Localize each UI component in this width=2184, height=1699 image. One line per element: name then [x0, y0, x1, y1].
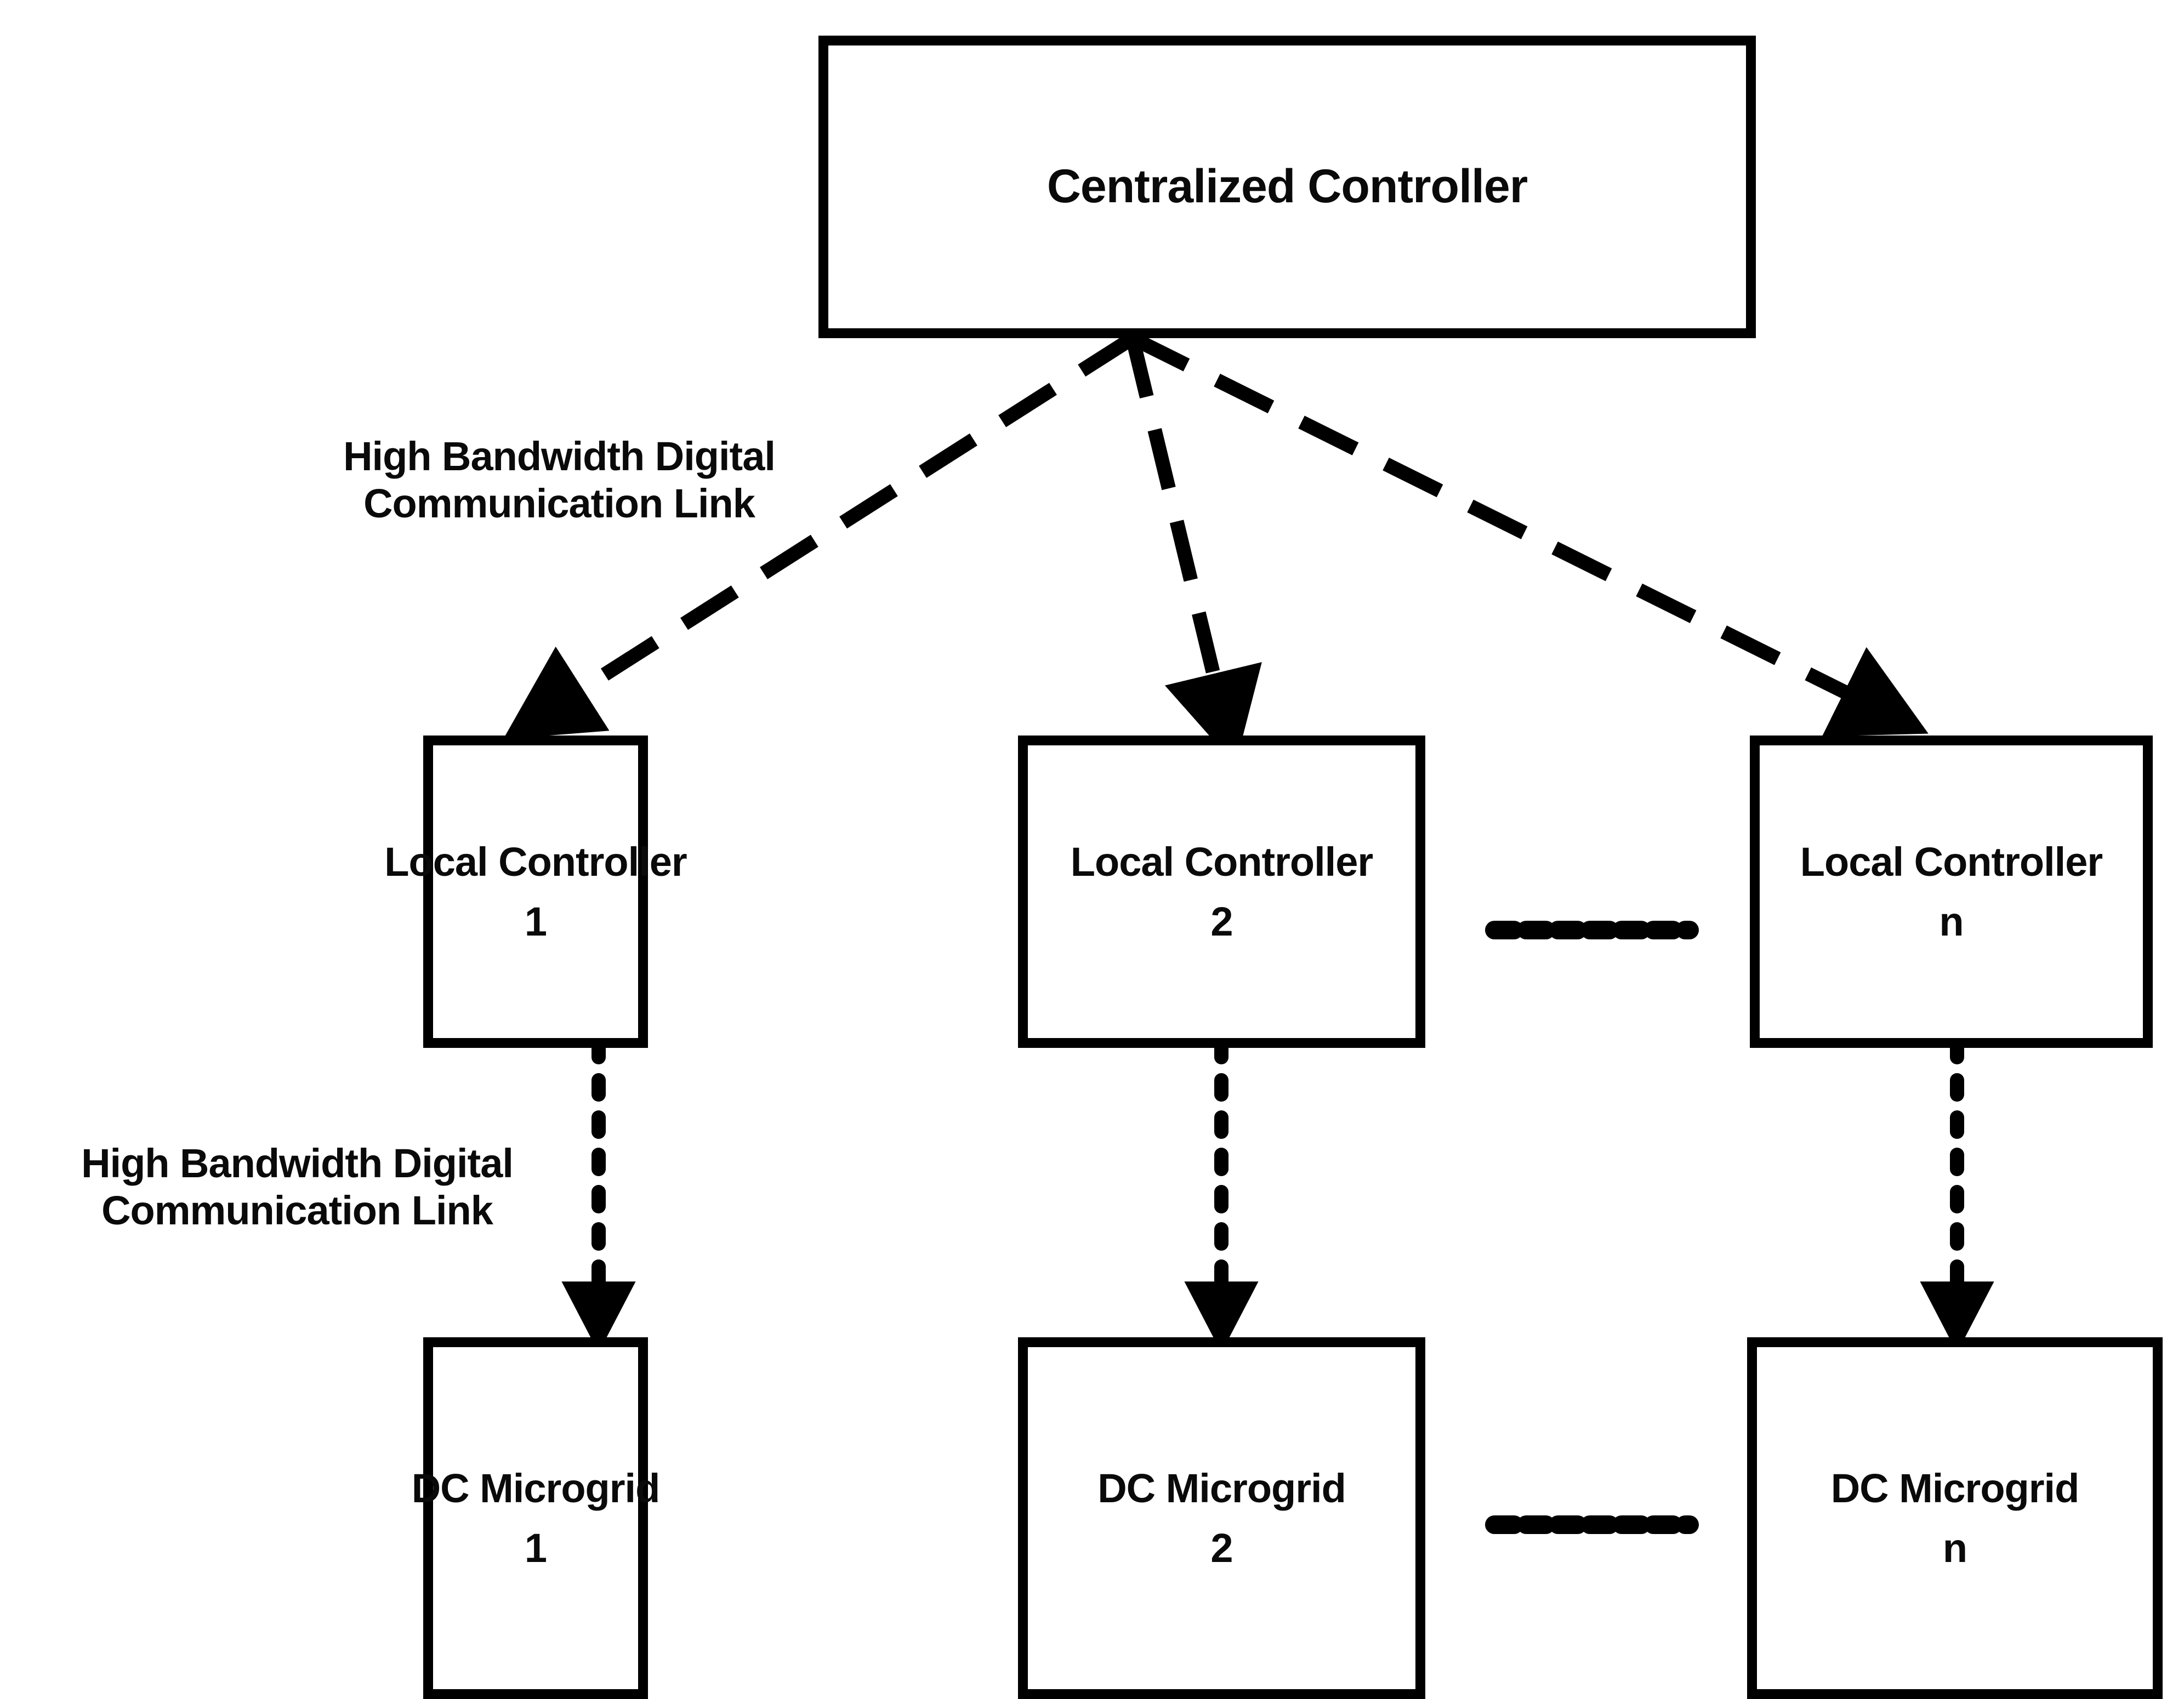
local-to-microgrid-links	[561, 1036, 1994, 1353]
local-controller-n-label-line2: n	[1939, 899, 1964, 944]
dc-microgrid-2-label-line1: DC Microgrid	[1097, 1465, 1346, 1511]
link-cc-to-lc2	[1125, 336, 1262, 766]
upper-link-annotation: High Bandwidth Digital Communication Lin…	[269, 433, 850, 527]
local-controller-1-label-line2: 1	[524, 899, 547, 944]
lower-link-annotation-line2: Communication Link	[101, 1187, 493, 1233]
upper-link-annotation-line2: Communication Link	[363, 480, 755, 526]
centralized-controller-label: Centralized Controller	[1046, 160, 1528, 213]
local-controller-n-label-line1: Local Controller	[1800, 839, 2103, 885]
centralized-to-local-links	[503, 332, 1929, 766]
upper-link-annotation-line1: High Bandwidth Digital	[343, 434, 776, 479]
lower-link-annotation-line1: High Bandwidth Digital	[81, 1141, 514, 1186]
local-controller-2-box[interactable]: Local Controller 2	[1018, 736, 1425, 1048]
dc-microgrid-1-label-line1: DC Microgrid	[411, 1465, 661, 1511]
dc-microgrid-n-label-line2: n	[1942, 1525, 1967, 1571]
dc-microgrid-1-box[interactable]: DC Microgrid 1	[412, 1337, 660, 1699]
local-controller-1-label-line1: Local Controller	[384, 839, 687, 885]
dc-microgrid-n-box[interactable]: DC Microgrid n	[1747, 1337, 2163, 1699]
dc-microgrid-2-label-line2: 2	[1210, 1525, 1233, 1571]
centralized-controller-box[interactable]: Centralized Controller	[818, 36, 1756, 338]
local-controller-1-box[interactable]: Local Controller 1	[384, 736, 687, 1048]
local-controller-2-label-line2: 2	[1210, 899, 1233, 944]
link-cc-to-lc1	[503, 332, 1136, 739]
local-controller-n-box[interactable]: Local Controller n	[1750, 736, 2153, 1048]
link-cc-to-lcn	[1129, 332, 1929, 737]
dc-microgrid-n-label-line1: DC Microgrid	[1830, 1465, 2080, 1511]
lower-link-annotation: High Bandwidth Digital Communication Lin…	[7, 1140, 588, 1234]
dc-microgrid-2-box[interactable]: DC Microgrid 2	[1018, 1337, 1425, 1699]
dc-microgrid-1-label-line2: 1	[524, 1525, 547, 1571]
row-continuation-dashes	[1485, 921, 1699, 1534]
local-controller-2-label-line1: Local Controller	[1070, 839, 1373, 885]
